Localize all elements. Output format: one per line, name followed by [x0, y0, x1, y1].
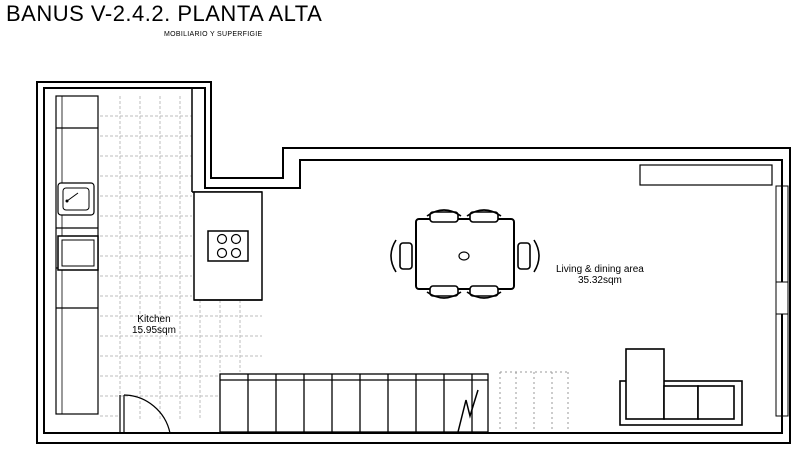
wall-shelf: [639, 164, 773, 186]
staircase: [219, 373, 489, 433]
dining-chair: [390, 209, 540, 299]
inner-wall: [43, 87, 783, 434]
room-area: 15.95sqm: [132, 325, 176, 336]
room-label-kitchen: Kitchen 15.95sqm: [132, 314, 176, 336]
kitchen-tile-grid: [100, 96, 262, 420]
dining-table: [415, 218, 515, 290]
room-area: 35.32sqm: [577, 275, 622, 286]
window-right: [775, 185, 789, 417]
room-name: Kitchen: [137, 314, 171, 325]
stair-projection: [499, 371, 569, 432]
oven-icon: [57, 235, 99, 271]
outer-wall: [36, 81, 791, 444]
plan-subtitle: MOBILIARIO Y SUPERFIGIE: [164, 31, 263, 38]
door-swing: [119, 394, 171, 434]
sink-icon: [57, 182, 95, 216]
room-name: Living & dining area: [556, 264, 644, 275]
cooktop-icon: [207, 230, 249, 262]
room-label-living-dining: Living & dining area 35.32sqm: [556, 264, 644, 286]
sofa: [619, 348, 743, 426]
plan-title: BANUS V-2.4.2. PLANTA ALTA: [6, 1, 323, 26]
